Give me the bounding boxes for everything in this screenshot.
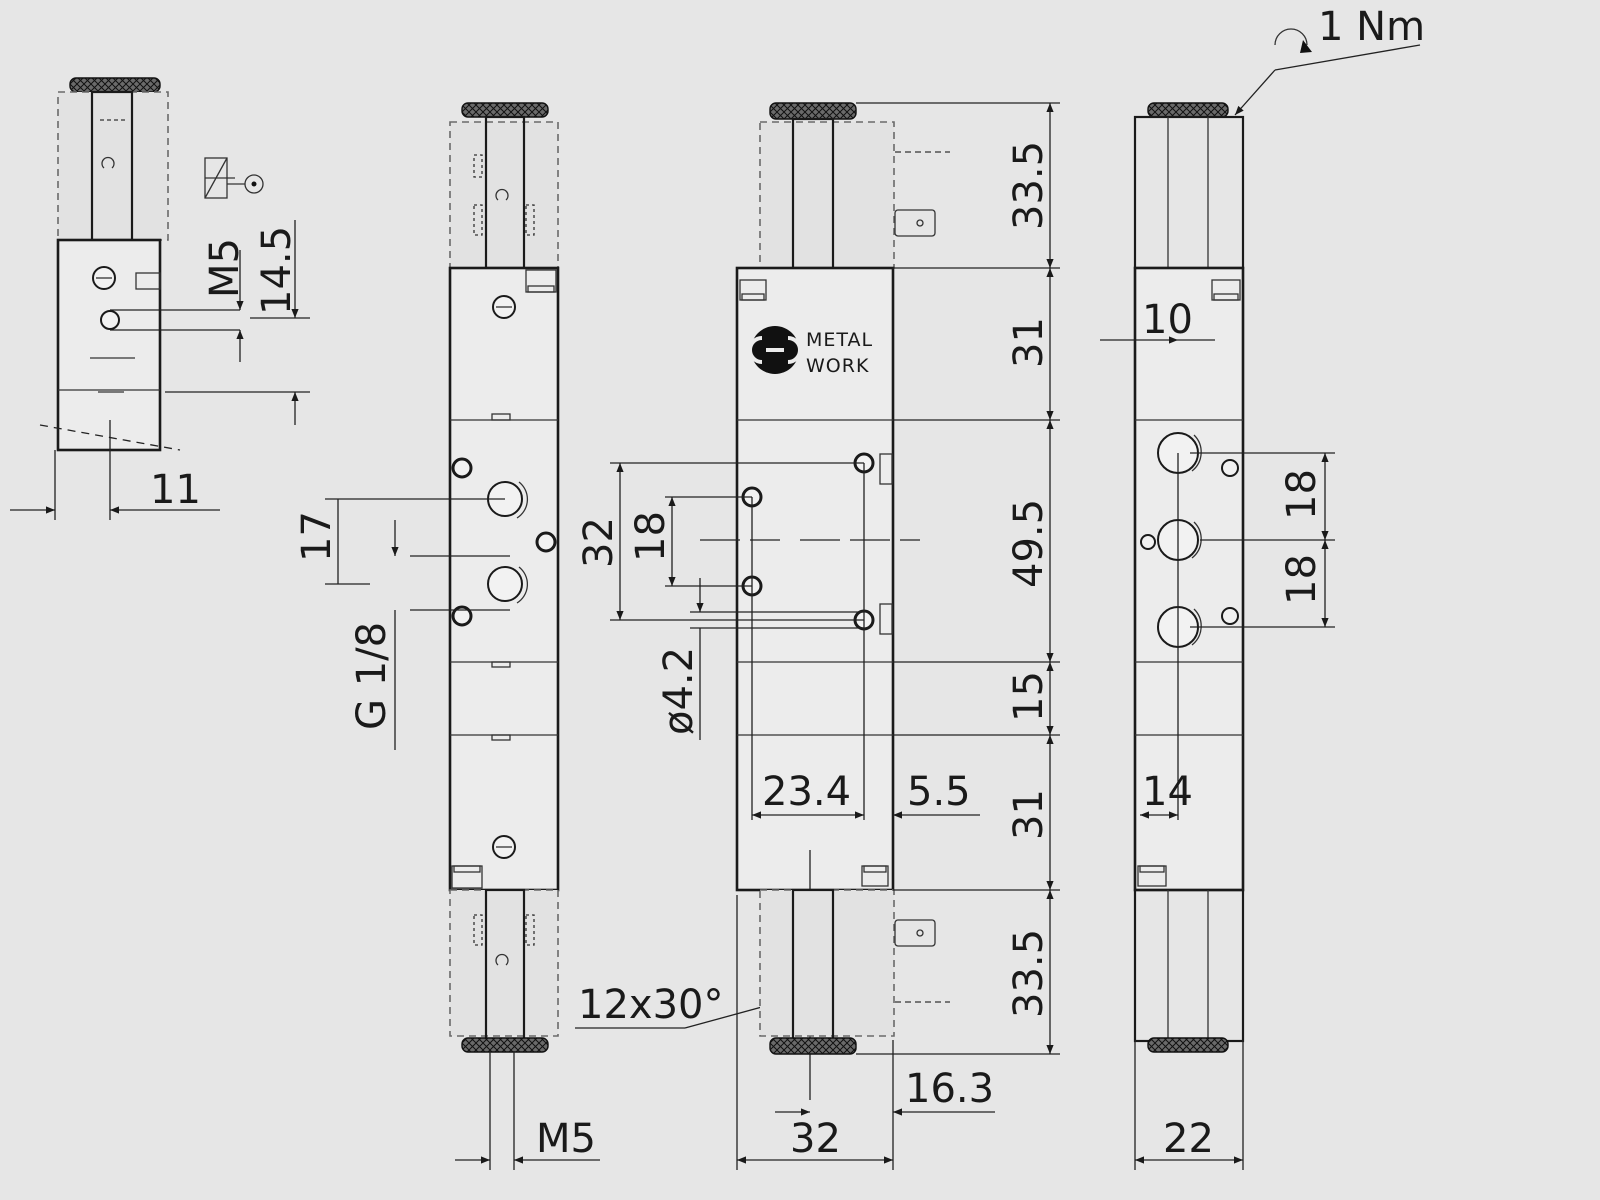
back-view: 1 Nm 10 18 18 14 22 — [1100, 4, 1425, 1170]
dim-side-14-5: 14.5 — [254, 226, 300, 315]
torque-label: 1 Nm — [1318, 4, 1425, 50]
dim-main-16-3: 16.3 — [905, 1066, 994, 1112]
dim-r-49-5: 49.5 — [1006, 499, 1052, 588]
dim-side-11: 11 — [150, 467, 201, 513]
dim-angle: 12x30° — [578, 982, 723, 1028]
brand-line2: WORK — [806, 355, 869, 377]
side-view: M5 14.5 11 — [10, 77, 310, 520]
dim-main-5-5: 5.5 — [907, 769, 971, 815]
dim-main-18v: 18 — [628, 511, 674, 562]
dim-side-m5: M5 — [202, 238, 248, 298]
dim-r-31a: 31 — [1006, 317, 1052, 368]
dim-back-22: 22 — [1163, 1116, 1214, 1162]
dim-back-14: 14 — [1142, 769, 1193, 815]
dim-main-32v: 32 — [576, 517, 622, 568]
dim-front-g18: G 1/8 — [349, 622, 395, 730]
dim-r-15: 15 — [1006, 671, 1052, 722]
dim-front-17: 17 — [294, 511, 340, 562]
dim-r-33-5a: 33.5 — [1006, 141, 1052, 230]
dim-main-d42: ø4.2 — [656, 647, 702, 735]
dim-back-18b: 18 — [1279, 554, 1325, 605]
dim-main-32h: 32 — [790, 1116, 841, 1162]
dim-main-23-4: 23.4 — [762, 769, 851, 815]
dim-r-33-5b: 33.5 — [1006, 929, 1052, 1018]
brand-logo: METAL WORK — [748, 326, 873, 377]
dim-back-10: 10 — [1142, 297, 1193, 343]
dim-back-18a: 18 — [1279, 469, 1325, 520]
main-view: METAL WORK 32 18 ø4.2 23.4 — [576, 102, 1060, 1170]
dim-r-31b: 31 — [1006, 789, 1052, 840]
front-view: 17 G 1/8 M5 12x30° — [294, 102, 851, 1170]
dim-front-m5: M5 — [536, 1116, 596, 1162]
brand-line1: METAL — [806, 329, 873, 351]
